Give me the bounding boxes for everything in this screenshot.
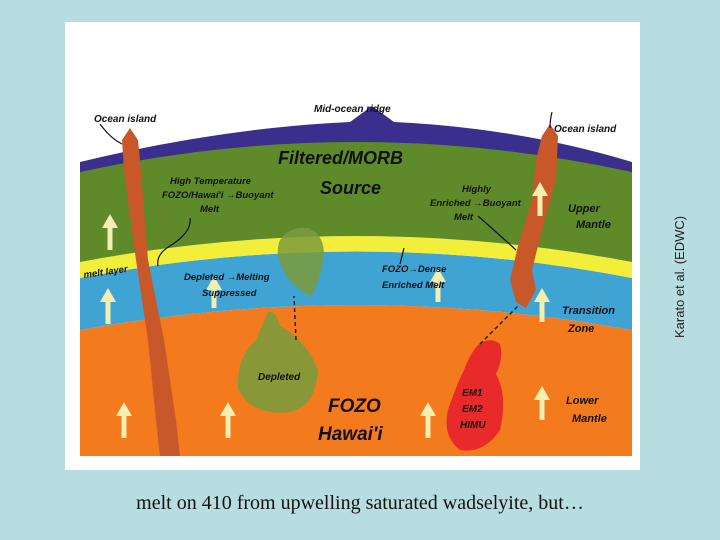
depleted-blob-lower [237,311,318,413]
plume-right [510,124,558,308]
label-transition-1: Transition [562,305,615,317]
arrow-tz-mid [206,276,222,308]
arrow-tz-right [430,268,446,302]
mantle-diagram: Ocean island Mid-ocean ridge Ocean islan… [80,40,632,456]
label-depleted-melting-2: Suppressed [202,288,257,299]
label-hawaii: Hawai'i [318,424,383,445]
label-high-temp-1: High Temperature [170,176,252,187]
arrow-lm-far [534,386,550,420]
label-ocean-island-right: Ocean island [554,124,617,135]
dashed-path-upper [293,295,297,341]
arrow-lm-mid [220,402,236,438]
transition-zone-layer [80,251,632,330]
label-filtered: Filtered/MORB [278,148,403,168]
label-himu: HIMU [460,420,486,431]
slide-caption: melt on 410 from upwelling saturated wad… [136,492,584,514]
label-lower-mantle-2: Mantle [572,413,607,425]
pointer-lines [99,111,553,267]
arrow-upper-left [102,214,118,250]
plume-left [122,128,180,456]
label-fozo-dense-2: Enriched Melt [382,280,445,291]
depleted-blob-upper [277,227,324,296]
upper-mantle-layer [80,140,632,262]
melt-layer-band [80,236,632,278]
label-highly-3: Melt [454,212,474,223]
label-source: Source [320,178,381,198]
label-depleted: Depleted [258,372,301,383]
label-fozo-dense-1: FOZO→Dense [382,264,447,275]
label-high-temp-3: Melt [200,204,220,215]
arrow-lm-left [116,402,132,438]
arrow-lm-right [420,402,436,438]
label-upper-mantle-1: Upper [568,203,601,215]
label-em1: EM1 [462,388,483,399]
label-transition-2: Zone [567,323,594,335]
label-em2: EM2 [462,404,483,415]
oceanic-crust [80,106,632,172]
flow-arrows [100,182,550,438]
label-upper-mantle-2: Mantle [576,219,611,231]
arrow-tz-far [534,288,550,322]
label-high-temp-2: FOZO/Hawai'i →Buoyant [162,190,274,201]
label-mid-ocean-ridge: Mid-ocean ridge [314,104,391,115]
dashed-path-right [479,305,519,345]
label-highly-2: Enriched →Buoyant [430,198,522,209]
label-lower-mantle-1: Lower [566,395,599,407]
label-ocean-island-left: Ocean island [94,114,157,125]
arrow-tz-left [100,288,116,324]
label-highly-1: Highly [462,184,492,195]
label-fozo: FOZO [328,396,381,417]
enriched-blob [446,340,504,451]
label-depleted-melting-1: Depleted →Melting [184,272,270,283]
side-credit: Karato et al. (EDWC) [672,215,687,338]
arrow-upper-right [532,182,548,216]
